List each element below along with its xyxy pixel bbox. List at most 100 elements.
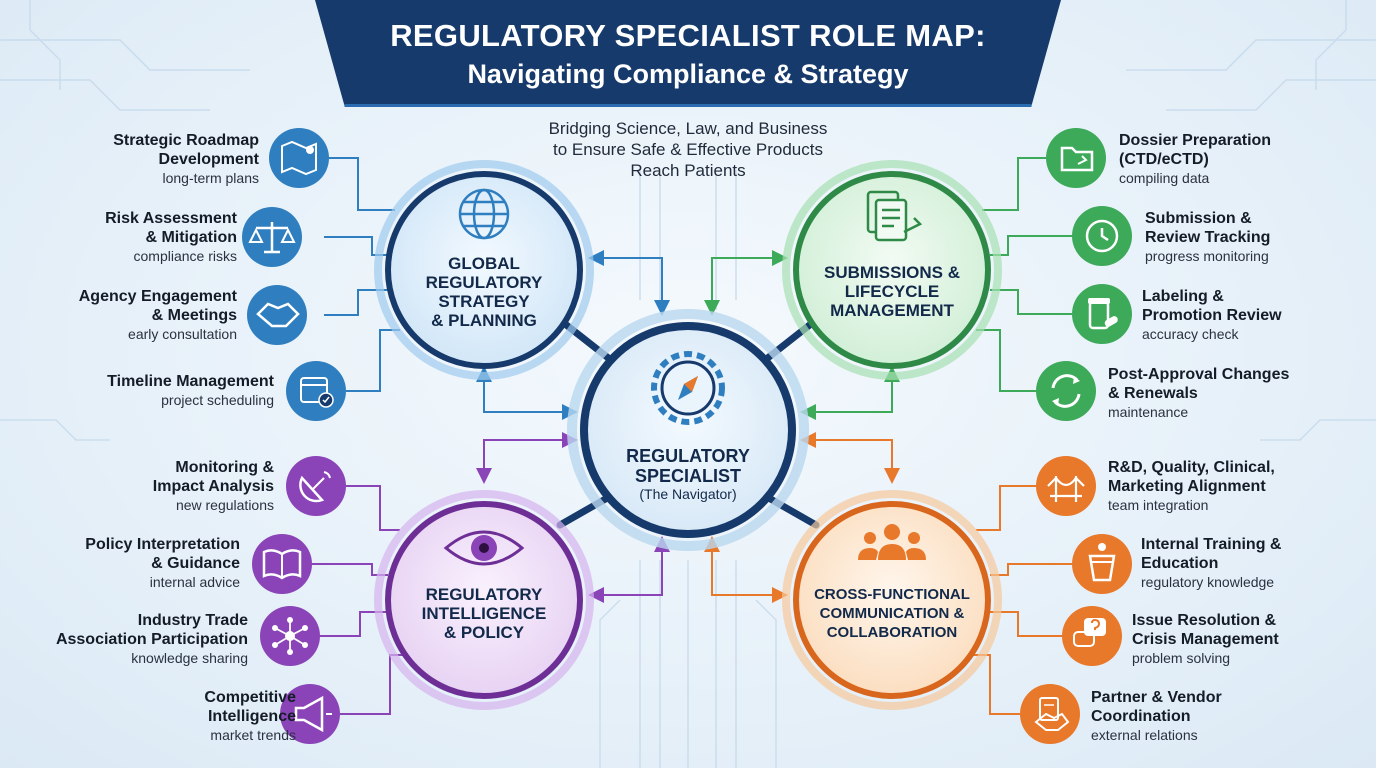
- item-dossier-preparation: Dossier Preparation (CTD/eCTD) compiling…: [1119, 131, 1369, 187]
- item-submission-tracking: Submission & Review Tracking progress mo…: [1145, 209, 1376, 265]
- item-title: Review Tracking: [1145, 229, 1271, 246]
- hub-label-line: & POLICY: [443, 623, 525, 642]
- tagline: Bridging Science, Law, and Business to E…: [488, 118, 888, 181]
- network-icon: [260, 606, 320, 666]
- item-desc: regulatory knowledge: [1141, 574, 1275, 590]
- item-trade-association: Industry Trade Association Participation…: [0, 611, 248, 667]
- item-title: Partner & Vendor: [1091, 689, 1222, 706]
- hub-label-line: REGULATORY: [425, 585, 543, 604]
- item-title: R&D, Quality, Clinical,: [1108, 459, 1275, 476]
- item-desc: compiling data: [1119, 170, 1210, 186]
- item-title: (CTD/eCTD): [1119, 151, 1209, 168]
- item-labeling-review: Labeling & Promotion Review accuracy che…: [1142, 287, 1376, 343]
- hub-strategy: [374, 160, 594, 380]
- item-desc: new regulations: [175, 497, 274, 513]
- item-title: Development: [158, 151, 259, 168]
- item-title: Strategic Roadmap: [113, 132, 259, 149]
- page-title: REGULATORY SPECIALIST ROLE MAP:: [390, 18, 986, 53]
- item-desc: project scheduling: [161, 392, 274, 408]
- book-icon: [252, 534, 312, 594]
- center-title-line: REGULATORY: [626, 446, 750, 466]
- item-desc: accuracy check: [1142, 326, 1239, 342]
- refresh-icon: [1036, 361, 1096, 421]
- hub-label-line: COMMUNICATION &: [819, 605, 965, 622]
- item-title: Internal Training &: [1141, 536, 1282, 553]
- item-desc: compliance risks: [133, 248, 237, 264]
- item-desc: early consultation: [128, 326, 237, 342]
- podium-icon: [1072, 534, 1132, 594]
- item-title: Policy Interpretation: [85, 536, 240, 553]
- item-title: & Renewals: [1108, 385, 1198, 402]
- item-title: & Meetings: [151, 307, 237, 324]
- center-title-line: SPECIALIST: [634, 466, 741, 486]
- center-title: REGULATORY SPECIALIST: [588, 446, 788, 486]
- scales-icon: [242, 207, 302, 267]
- hub-label-line: INTELLIGENCE: [421, 604, 547, 623]
- item-monitoring: Monitoring & Impact Analysis new regulat…: [24, 458, 274, 514]
- item-title: Coordination: [1091, 708, 1191, 725]
- item-internal-training: Internal Training & Education regulatory…: [1141, 535, 1376, 591]
- center-node: [567, 309, 809, 551]
- header-banner: REGULATORY SPECIALIST ROLE MAP: Navigati…: [315, 0, 1061, 107]
- item-desc: team integration: [1108, 497, 1209, 513]
- hub-submissions: [782, 160, 1002, 380]
- hub-label-line: COLLABORATION: [826, 624, 958, 641]
- item-desc: market trends: [210, 727, 296, 743]
- item-desc: progress monitoring: [1145, 248, 1269, 264]
- hub-label-strategy: GLOBAL REGULATORY STRATEGY & PLANNING: [404, 254, 564, 330]
- map-icon: [269, 128, 329, 188]
- item-title: Monitoring &: [175, 459, 274, 476]
- team-icon: [858, 524, 926, 560]
- hub-label-line: SUBMISSIONS &: [823, 263, 961, 282]
- item-policy-interpretation: Policy Interpretation & Guidance interna…: [0, 535, 240, 591]
- item-post-approval: Post-Approval Changes & Renewals mainten…: [1108, 365, 1370, 421]
- item-title: & Mitigation: [145, 229, 237, 246]
- hub-label-submissions: SUBMISSIONS & LIFECYCLE MANAGEMENT: [807, 263, 977, 320]
- item-title: Crisis Management: [1132, 631, 1279, 648]
- item-title: & Guidance: [151, 555, 240, 572]
- item-cross-team-alignment: R&D, Quality, Clinical, Marketing Alignm…: [1108, 458, 1358, 514]
- hub-label-line: MANAGEMENT: [830, 301, 954, 320]
- hub-label-intelligence: REGULATORY INTELLIGENCE & POLICY: [404, 585, 564, 642]
- hub-communication: [782, 490, 1002, 710]
- contract-handshake-icon: [1020, 684, 1080, 744]
- center-subtitle: (The Navigator): [639, 486, 737, 502]
- item-title: Association Participation: [55, 631, 248, 648]
- item-title: Timeline Management: [107, 373, 274, 390]
- hub-label-line: & PLANNING: [431, 311, 537, 330]
- item-title: Dossier Preparation: [1119, 132, 1272, 149]
- hub-label-line: CROSS-FUNCTIONAL: [814, 586, 970, 603]
- hub-label-line: REGULATORY: [425, 273, 543, 292]
- item-partner-coordination: Partner & Vendor Coordination external r…: [1091, 688, 1341, 744]
- hub-arrows: [476, 250, 900, 603]
- item-title: Marketing Alignment: [1108, 478, 1266, 495]
- hub-label-line: GLOBAL: [448, 254, 520, 273]
- megaphone-icon: [280, 684, 340, 744]
- globe-icon: [458, 188, 510, 240]
- item-desc: maintenance: [1108, 404, 1189, 420]
- document-icon: [866, 190, 923, 242]
- item-title: Promotion Review: [1142, 307, 1282, 324]
- eye-icon: [443, 530, 525, 566]
- tagline-line: Bridging Science, Law, and Business: [548, 119, 828, 138]
- item-title: Labeling &: [1142, 288, 1224, 305]
- item-competitive-intelligence: Competitive Intelligence market trends: [46, 688, 296, 744]
- item-title: Intelligence: [207, 708, 296, 725]
- folder-icon: [1046, 128, 1106, 188]
- handshake-icon: [247, 285, 307, 345]
- compass-gear-icon: [651, 351, 725, 425]
- item-agency-engagement: Agency Engagement & Meetings early consu…: [0, 287, 237, 343]
- clock-icon: [1072, 206, 1132, 266]
- pill-bottle-icon: [1072, 284, 1132, 344]
- item-desc: problem solving: [1132, 650, 1231, 666]
- item-title: Competitive: [204, 689, 296, 706]
- item-title: Post-Approval Changes: [1108, 366, 1290, 383]
- item-title: Submission &: [1145, 210, 1252, 227]
- page-subtitle: Navigating Compliance & Strategy: [467, 59, 909, 89]
- tagline-line: to Ensure Safe & Effective Products: [553, 140, 823, 159]
- tagline-line: Reach Patients: [630, 161, 746, 180]
- item-timeline-management: Timeline Management project scheduling: [24, 372, 274, 409]
- item-desc: external relations: [1091, 727, 1198, 743]
